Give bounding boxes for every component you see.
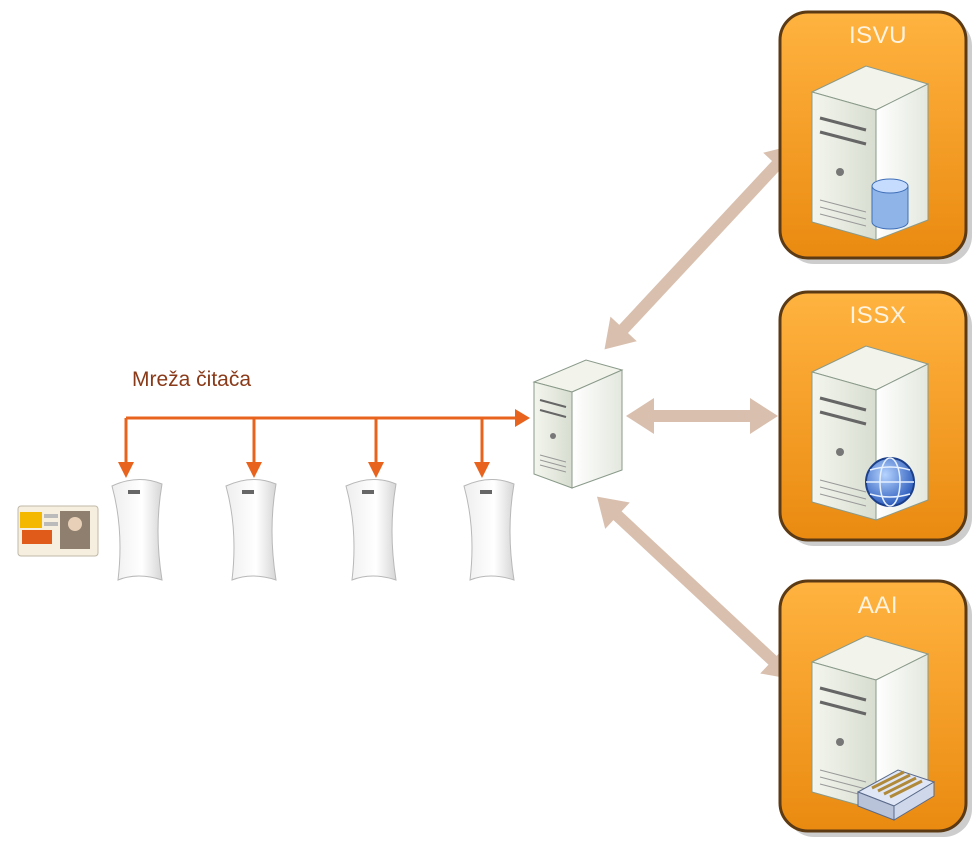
database-icon [871, 178, 909, 230]
server-box-aai [778, 579, 972, 837]
student-card-icon [17, 505, 99, 557]
server-title-issx: ISSX [849, 302, 907, 329]
server-title-isvu: ISVU [848, 22, 907, 49]
card-reader-1 [111, 479, 163, 581]
server-title-aai: AAI [857, 592, 899, 619]
central-server-icon [532, 359, 624, 489]
link-aai [596, 496, 794, 680]
bus-arrowheads [118, 409, 530, 478]
bus-arrowhead-2 [246, 462, 262, 478]
bus-arrowhead-main [515, 409, 530, 427]
bus-arrowhead-1 [118, 462, 134, 478]
server-box-issx [778, 290, 972, 546]
server-box-isvu [778, 10, 972, 264]
link-isvu [604, 144, 796, 350]
bus-arrowhead-3 [368, 462, 384, 478]
card-reader-2 [225, 479, 277, 581]
link-issx [626, 398, 778, 434]
card-reader-3 [345, 479, 397, 581]
card-tray-icon [856, 769, 936, 821]
card-reader-4 [463, 479, 515, 581]
reader-network-bus [124, 416, 515, 470]
globe-icon [865, 457, 915, 507]
bus-arrowhead-4 [474, 462, 490, 478]
reader-network-label: Mreža čitača [132, 368, 252, 391]
